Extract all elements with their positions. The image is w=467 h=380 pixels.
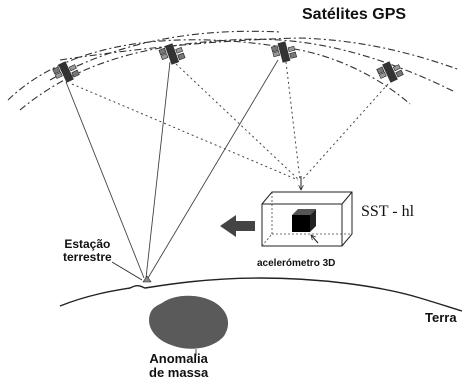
- direction-arrow: [220, 215, 255, 237]
- ground-station-label-line-2: terrestre: [63, 250, 112, 264]
- satellites: [51, 39, 405, 87]
- ground-station-marker: [142, 275, 152, 283]
- box-hidden-edges: [261, 192, 352, 247]
- sst-label: SST - hl: [361, 203, 415, 220]
- gps-satellite-1: [51, 57, 81, 87]
- sst-satellite-box: [261, 191, 353, 247]
- mass-anomaly-label-line-2: de massa: [149, 365, 209, 380]
- gps-satellite-3: [270, 39, 298, 65]
- sst-signal-lines: [71, 61, 389, 181]
- accelerometer-cube: [292, 209, 316, 232]
- station-signal-lines: [65, 59, 279, 279]
- orbit-lines: [7, 30, 461, 111]
- accelerometer-pointer: [311, 235, 319, 244]
- mass-anomaly-label: Anomalia de massa: [149, 352, 208, 380]
- earth-label: Terra: [425, 310, 457, 325]
- mass-anomaly-label-line-1: Anomalia: [149, 351, 208, 366]
- ground-station-label-line-1: Estação: [64, 237, 111, 251]
- diagram-title: Satélites GPS: [302, 6, 407, 23]
- ground-station-label: Estação terrestre: [63, 238, 112, 264]
- mass-anomaly-blob: [149, 295, 229, 349]
- earth-surface: [59, 277, 463, 312]
- accelerometer-label: acelerómetro 3D: [257, 258, 336, 269]
- ground-station-leader: [111, 261, 143, 281]
